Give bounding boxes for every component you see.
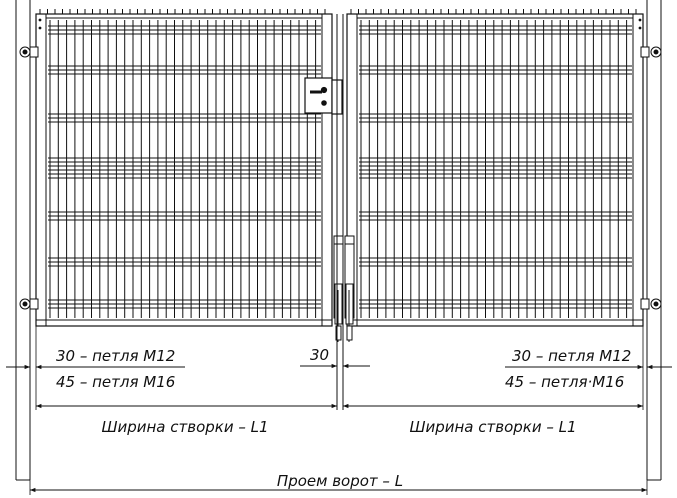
bolt-latch-icon <box>333 235 355 342</box>
leaf-gap <box>336 14 344 410</box>
leaf-width-left-label: Ширина створки – L1 <box>101 418 268 436</box>
gap-label: 30 <box>310 346 329 364</box>
right-post <box>646 0 662 481</box>
mesh-left <box>48 20 321 318</box>
top-spikes <box>39 9 637 14</box>
post-marks <box>38 18 642 30</box>
lock-icon <box>304 77 343 115</box>
hinge-right-bottom-label: 45 – петля·М16 <box>505 373 624 391</box>
leaf-width-right-label: Ширина створки – L1 <box>409 418 576 436</box>
hinge-left-top-label: 30 – петля М12 <box>56 347 175 365</box>
gate-leaf-right <box>346 13 644 327</box>
hinge-icon <box>19 46 662 310</box>
mesh-right <box>359 20 632 318</box>
left-post <box>15 0 31 481</box>
opening-width-label: Проем ворот – L <box>277 472 403 490</box>
hinge-right-top-label: 30 – петля М12 <box>512 347 631 365</box>
hinge-left-bottom-label: 45 – петля М16 <box>56 373 175 391</box>
